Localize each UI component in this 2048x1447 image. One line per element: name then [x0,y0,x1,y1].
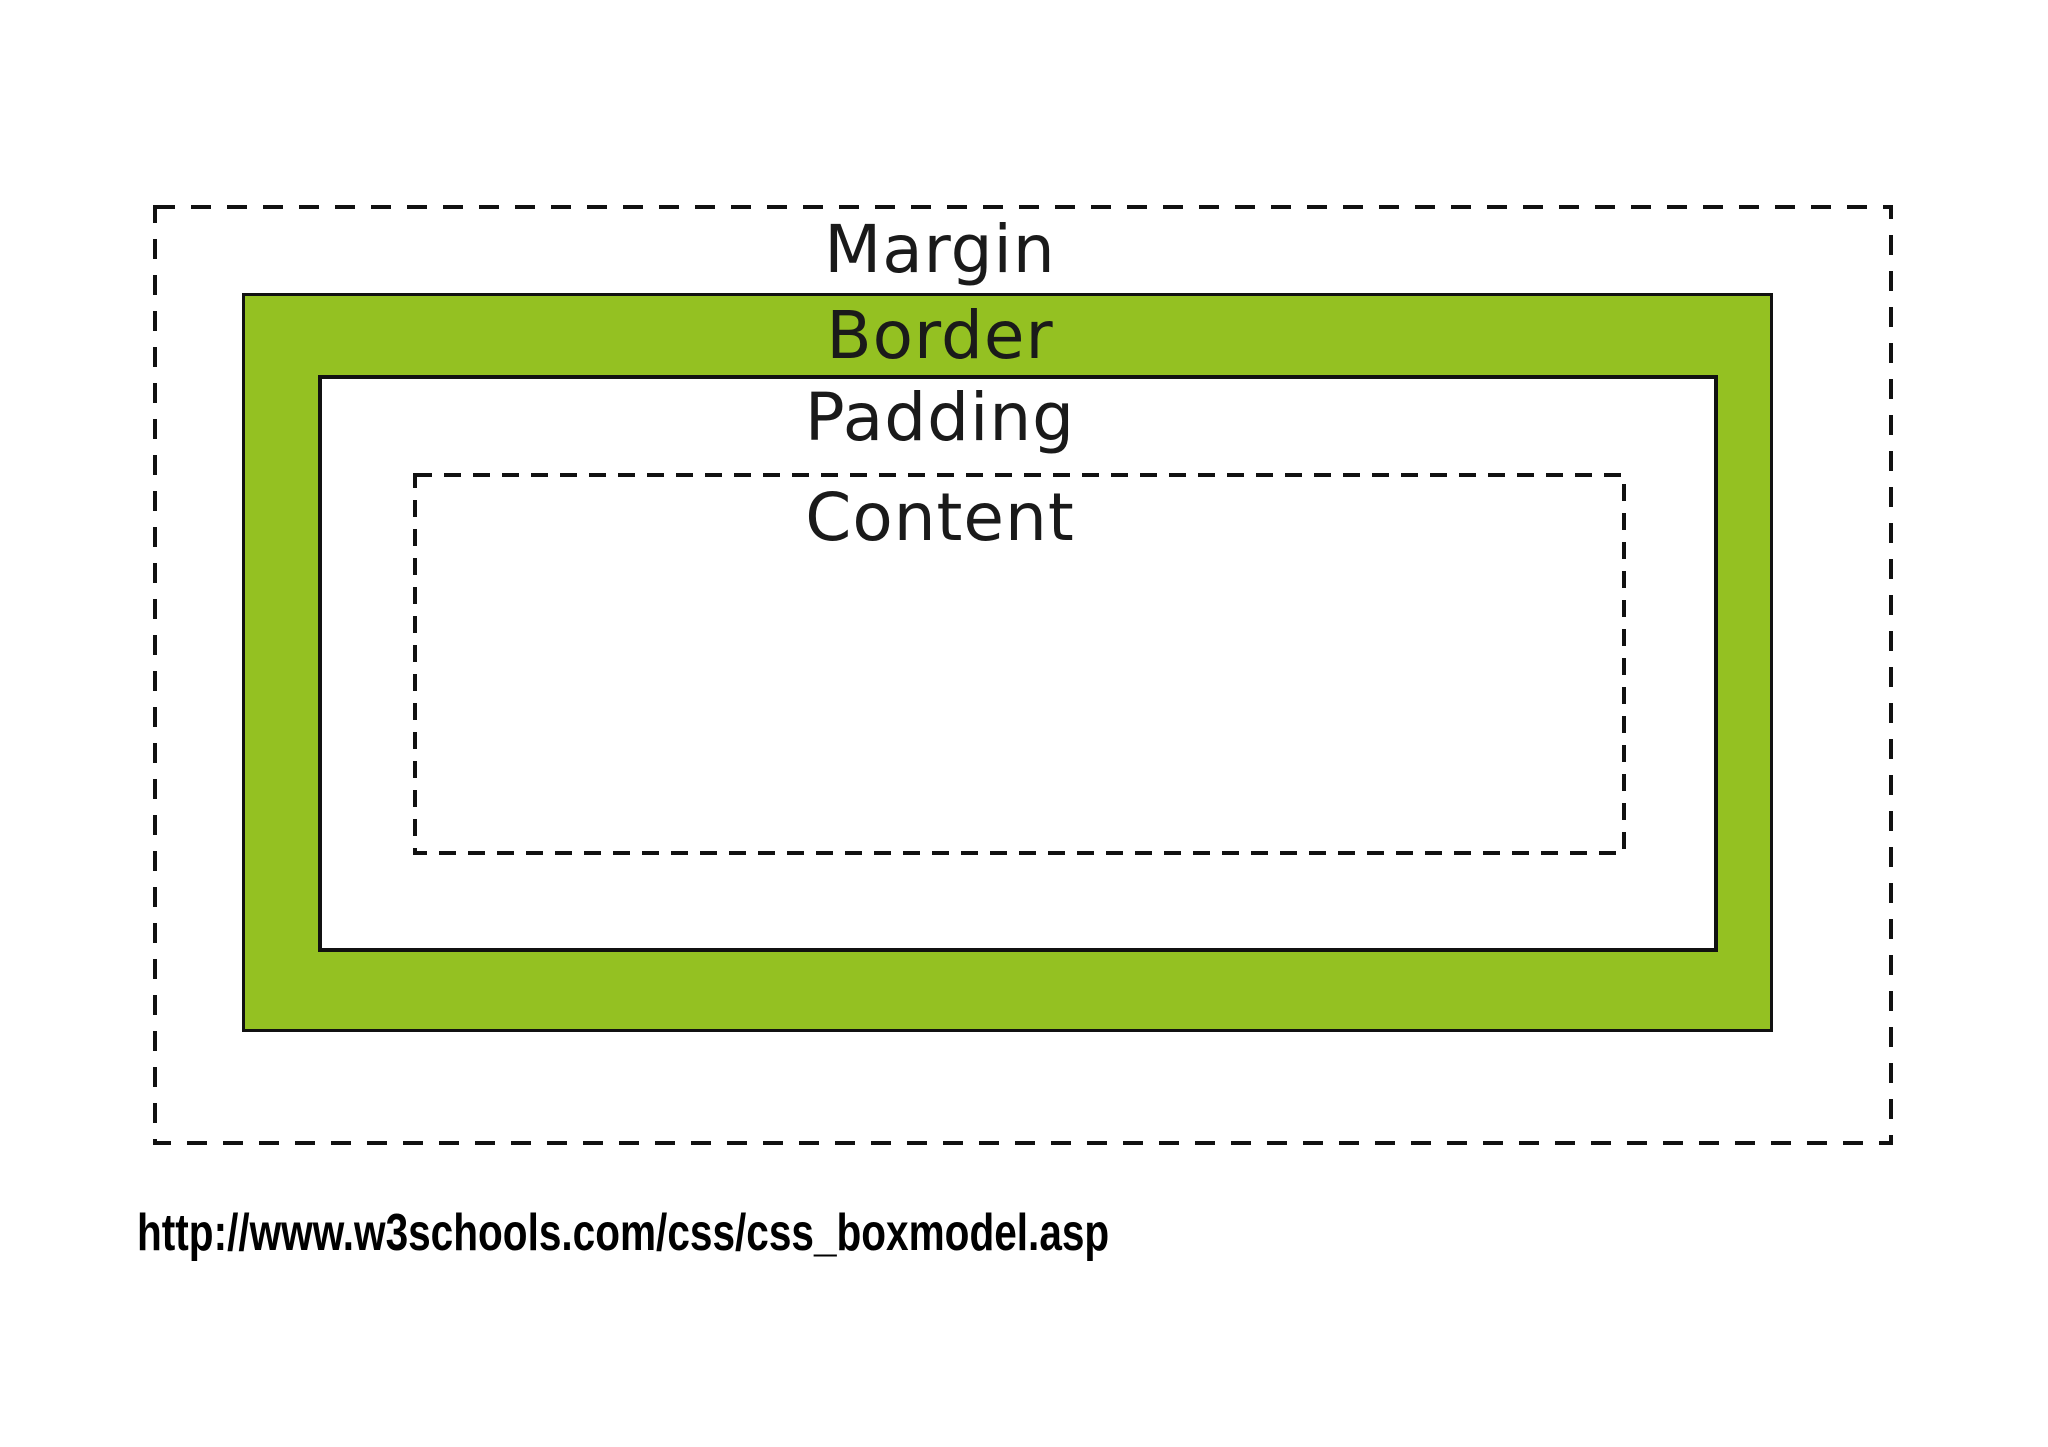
padding-label: Padding [804,379,1076,456]
content-box [413,473,1626,855]
margin-box [153,205,1893,1145]
border-label: Border [826,297,1054,374]
source-url: http://www.w3schools.com/css/css_boxmode… [137,1204,1110,1262]
padding-box [318,375,1718,952]
margin-dashed-outline [153,205,1893,1145]
margin-label: Margin [824,211,1056,288]
content-dashed-outline [413,473,1626,855]
content-label: Content [805,479,1075,556]
